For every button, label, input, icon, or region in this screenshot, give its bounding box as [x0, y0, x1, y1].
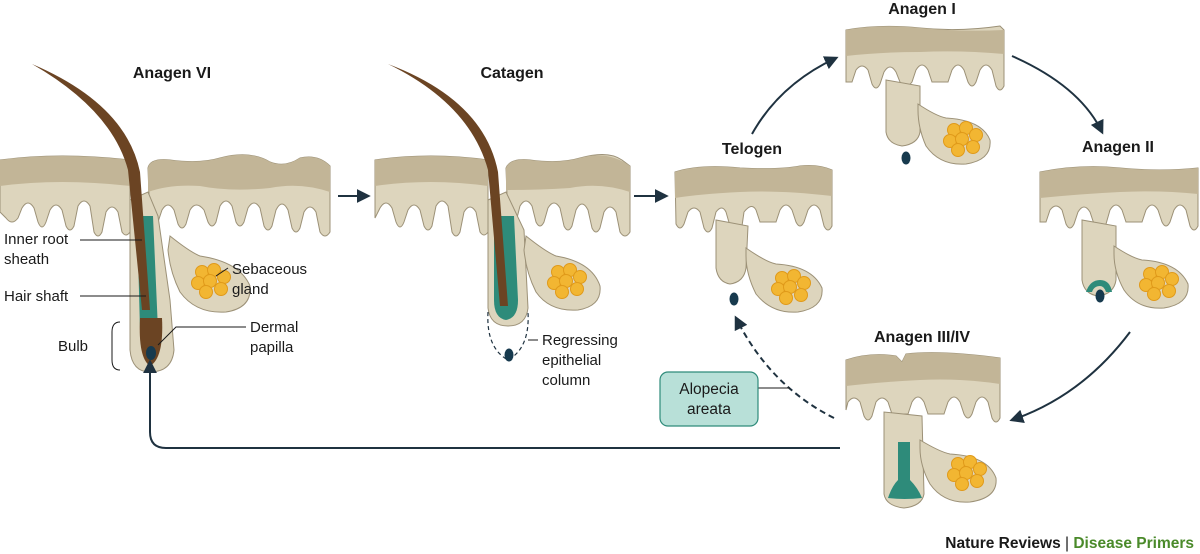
- arrow-anagen-i-to-anagen-ii: [1011, 55, 1104, 135]
- anagen-iii-iv-sheath: [888, 442, 922, 499]
- callout-text-line2: areata: [687, 401, 731, 418]
- label-inner-root-line1: Inner root: [4, 231, 69, 248]
- stage-title-anagen-vi: Anagen VI: [133, 65, 211, 82]
- anagen-ii-dermal-papilla: [1095, 289, 1105, 303]
- label-regressing-line3: column: [542, 372, 590, 389]
- footer-series: Disease Primers: [1073, 535, 1194, 552]
- anagen-i-follicle: [845, 25, 1005, 165]
- anagen-i-dermal-papilla: [901, 151, 911, 165]
- label-bulb: Bulb: [58, 338, 88, 355]
- label-hair-shaft: Hair shaft: [4, 288, 69, 305]
- label-dermal-line2: papilla: [250, 339, 294, 356]
- stage-title-anagen-iii-iv: Anagen III/IV: [874, 329, 970, 346]
- footer-credit: Nature Reviews | Disease Primers: [945, 535, 1194, 552]
- anagen-vi-follicle: [0, 64, 331, 373]
- arrow-alopecia-dashed: [734, 315, 835, 419]
- anagen-vi-dermal-papilla: [146, 346, 156, 360]
- label-sebaceous-line2: gland: [232, 281, 269, 298]
- stage-title-catagen: Catagen: [480, 65, 543, 82]
- arrow-return-to-anagen-vi: [143, 359, 840, 449]
- label-sebaceous-line1: Sebaceous: [232, 261, 307, 278]
- anagen-iii-iv-follicle: [845, 352, 1001, 509]
- stage-title-anagen-i: Anagen I: [888, 1, 956, 18]
- arrow-telogen-to-anagen-i: [751, 56, 839, 135]
- label-dermal-line1: Dermal: [250, 319, 298, 336]
- leader-dermal: [157, 326, 246, 346]
- bulb-bracket: [111, 321, 121, 371]
- catagen-regressing-column: [487, 311, 529, 361]
- telogen-dermal-papilla: [729, 292, 739, 306]
- label-regressing-line2: epithelial: [542, 352, 601, 369]
- anagen-ii-follicle: [1039, 166, 1199, 309]
- telogen-follicle: [674, 165, 833, 313]
- stage-title-anagen-ii: Anagen II: [1082, 139, 1154, 156]
- callout-text-line1: Alopecia: [679, 381, 739, 398]
- label-regressing-line1: Regressing: [542, 332, 618, 349]
- label-inner-root-line2: sheath: [4, 251, 49, 268]
- leader-sebaceous: [215, 267, 229, 277]
- stage-title-telogen: Telogen: [722, 141, 782, 158]
- footer-separator: |: [1061, 535, 1074, 552]
- arrow-anagen-ii-to-anagen-iii-iv: [1009, 331, 1131, 423]
- alopecia-areata-callout: [659, 371, 759, 427]
- footer-brand: Nature Reviews: [945, 535, 1060, 552]
- catagen-follicle: [374, 64, 631, 362]
